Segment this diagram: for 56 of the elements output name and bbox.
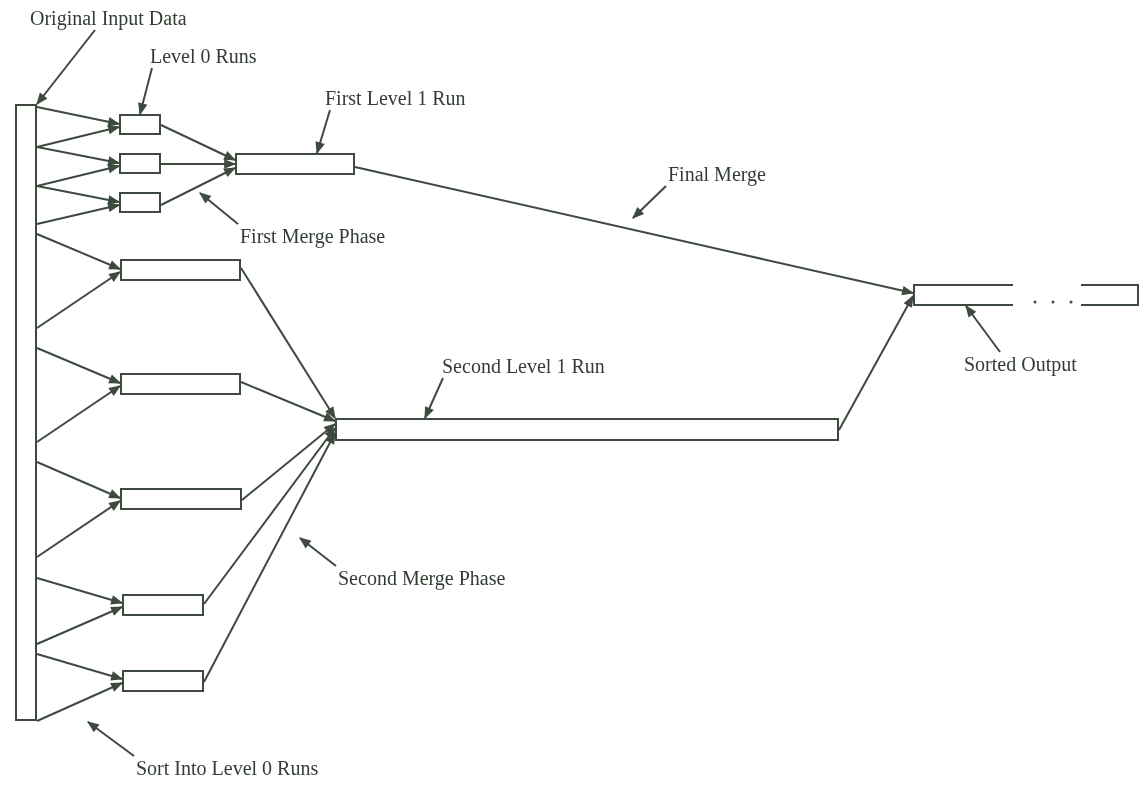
data-bar [119, 192, 161, 213]
arrow [36, 461, 122, 499]
annotation-label: First Level 1 Run [323, 86, 468, 110]
arrow [203, 431, 336, 683]
annotation-label: Level 0 Runs [148, 44, 259, 68]
annotation-label: Second Level 1 Run [440, 354, 607, 378]
data-bar [335, 418, 839, 441]
data-bar [120, 259, 241, 281]
data-bar [119, 114, 161, 135]
arrow [36, 202, 121, 225]
data-bar [119, 153, 161, 174]
arrow [203, 427, 336, 605]
arrow [36, 146, 121, 166]
arrow [36, 347, 122, 384]
arrow [354, 166, 915, 296]
annotation-label: Original Input Data [28, 6, 189, 30]
leader-arrow [965, 305, 1001, 353]
data-bar [120, 488, 242, 510]
broken-output-bar [913, 284, 1139, 306]
arrow [160, 124, 237, 161]
leader-arrow [424, 377, 444, 420]
arrow [36, 577, 124, 605]
arrow [241, 423, 336, 501]
arrow [36, 124, 121, 148]
leader-arrow [632, 185, 667, 219]
data-bar [122, 670, 204, 692]
annotation-label: Final Merge [666, 162, 768, 186]
leader-arrow [299, 537, 337, 567]
arrow [838, 294, 914, 431]
annotation-label: First Merge Phase [238, 224, 388, 248]
arrow [36, 682, 124, 722]
arrow [36, 185, 121, 205]
annotation-label: Second Merge Phase [336, 566, 508, 590]
arrow [240, 267, 336, 419]
data-bar [235, 153, 355, 175]
arrow [36, 271, 121, 329]
arrow [36, 385, 121, 443]
arrow [240, 381, 337, 422]
arrow [36, 163, 121, 187]
arrow [36, 653, 124, 681]
data-bar [15, 104, 37, 721]
data-bar [120, 373, 241, 395]
arrow [36, 500, 121, 558]
leader-arrow [87, 721, 135, 757]
leader-arrow [199, 192, 239, 225]
arrow [36, 106, 121, 127]
leader-arrow [36, 29, 96, 105]
arrow [160, 167, 237, 206]
leader-arrow [138, 67, 153, 116]
annotation-label: Sorted Output [962, 352, 1079, 376]
leader-arrow [315, 109, 331, 155]
arrow [160, 159, 237, 169]
arrow [36, 606, 124, 645]
annotation-label: Sort Into Level 0 Runs [134, 756, 321, 780]
data-bar [122, 594, 204, 616]
arrow [36, 233, 122, 270]
